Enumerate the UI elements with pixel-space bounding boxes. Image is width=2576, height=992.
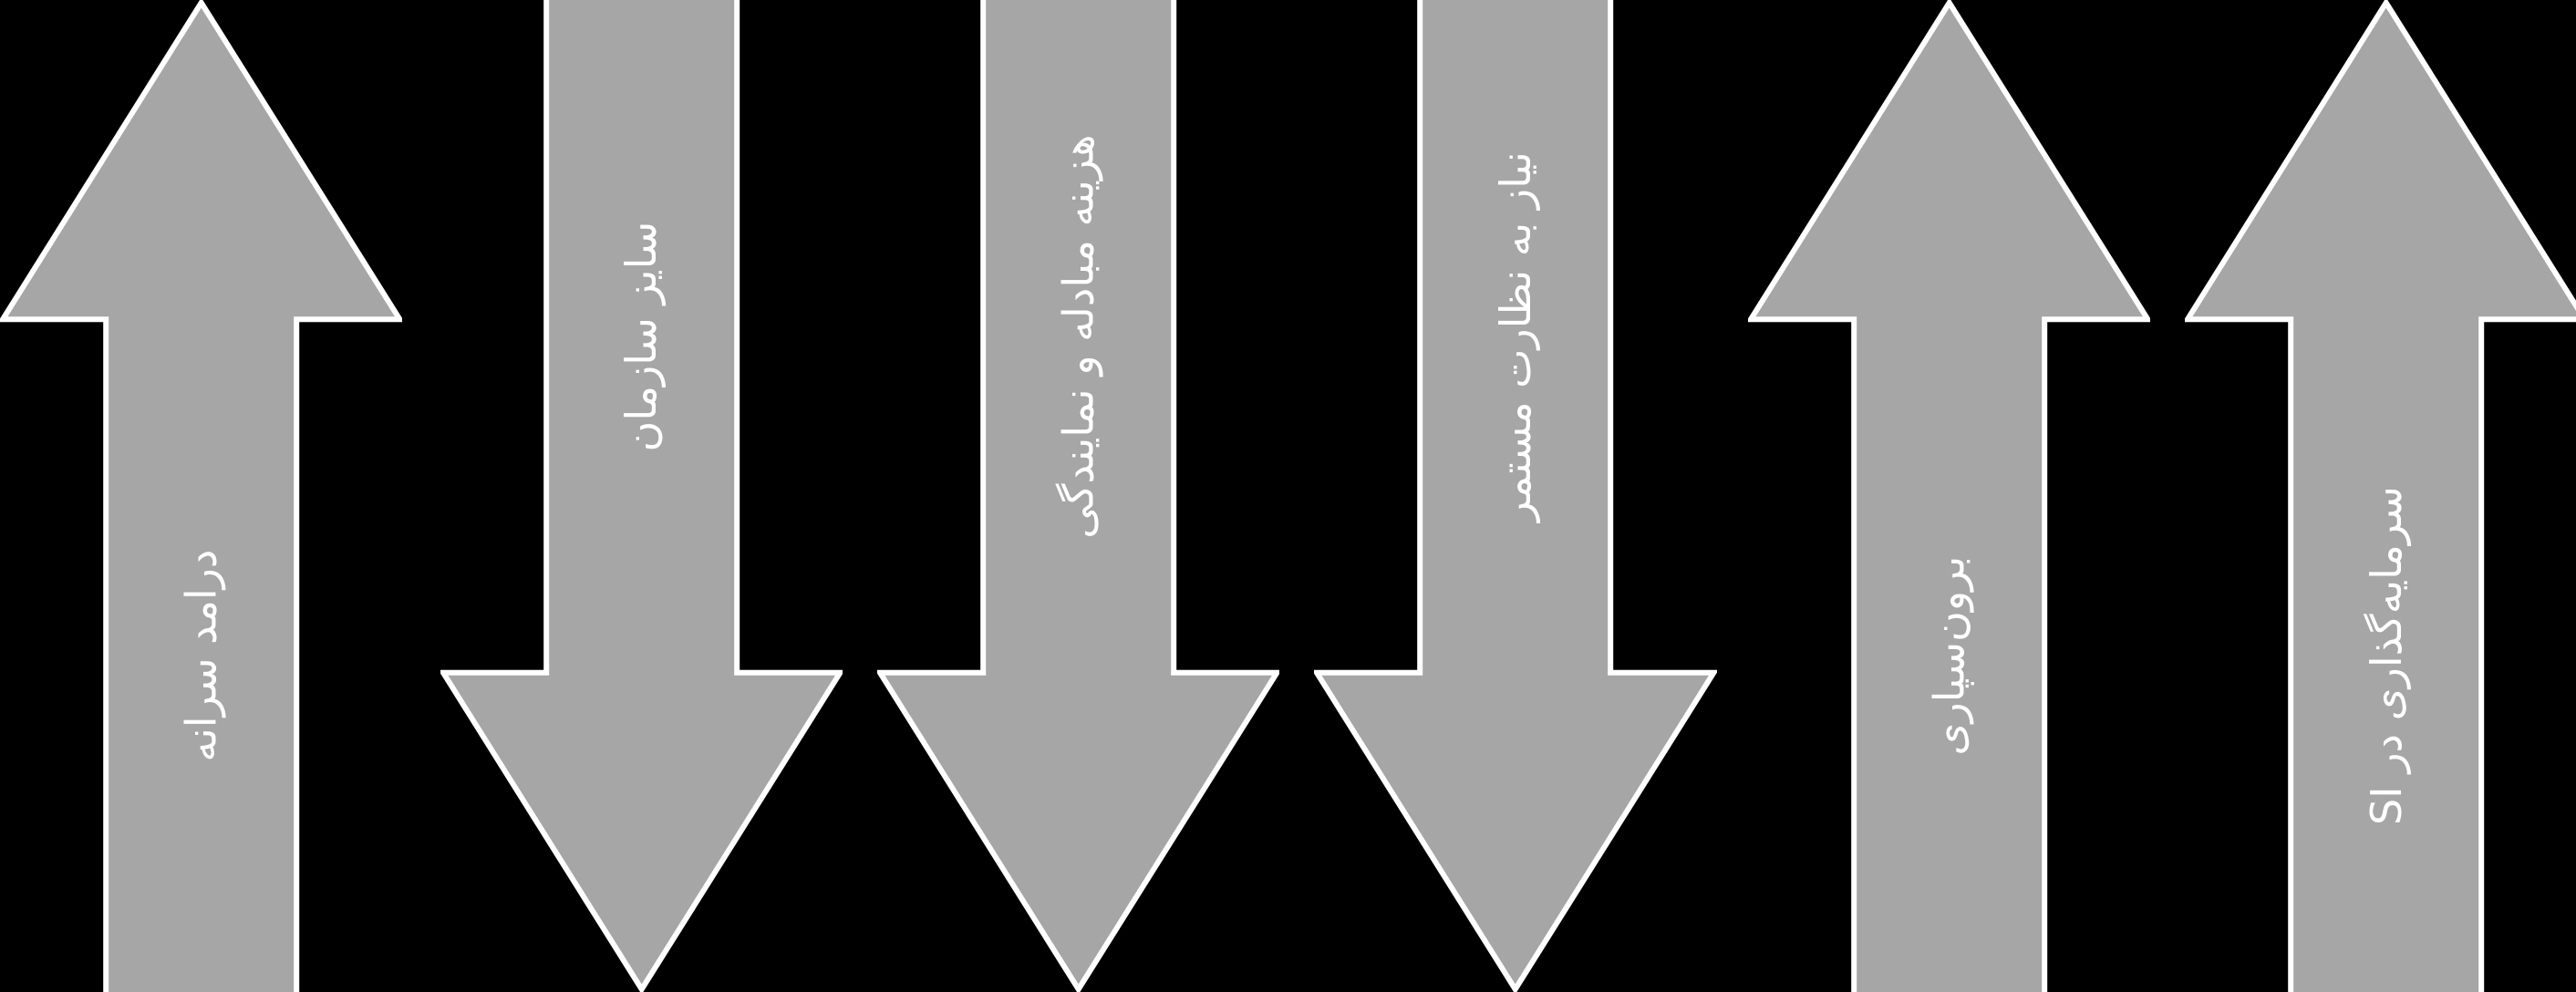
arrow-label-container: برون‌سپاری <box>1854 319 2044 992</box>
arrow-label-text: نیاز به نظارت مستمر <box>1490 150 1540 522</box>
arrow-5-up: برون‌سپاری <box>1747 0 2151 992</box>
arrow-label-text: سایز سازمان <box>616 221 667 452</box>
arrow-6-up: سرمایه‌گذاری در IS <box>2185 0 2576 992</box>
arrow-3-down: هزینه مبادله و نمایندگی <box>877 0 1280 992</box>
arrow-2-down: سایز سازمان <box>440 0 843 992</box>
arrow-shape-up <box>1747 0 2151 992</box>
arrow-polygon <box>0 0 403 992</box>
arrow-shape-up <box>2185 0 2576 992</box>
arrow-label-container: هزینه مبادله و نمایندگی <box>983 0 1174 673</box>
arrow-label-text: هزینه مبادله و نمایندگی <box>1053 134 1103 539</box>
arrow-shape-down <box>1314 0 1717 992</box>
arrow-4-down: نیاز به نظارت مستمر <box>1314 0 1717 992</box>
arrow-label-text: برون‌سپاری <box>1924 555 1974 756</box>
arrow-label-container: درامد سرانه <box>106 319 296 992</box>
arrow-polygon <box>2185 0 2576 992</box>
arrow-label-container: سایز سازمان <box>546 0 737 673</box>
arrow-1-up: درامد سرانه <box>0 0 403 992</box>
arrow-polygon <box>877 0 1280 992</box>
arrow-polygon <box>440 0 843 992</box>
arrow-label-container: سرمایه‌گذاری در IS <box>2291 319 2481 992</box>
arrow-shape-down <box>440 0 843 992</box>
arrow-shape-down <box>877 0 1280 992</box>
arrow-polygon <box>1314 0 1717 992</box>
arrow-label-text: درامد سرانه <box>176 549 226 762</box>
arrow-polygon <box>1747 0 2151 992</box>
arrow-label-text: سرمایه‌گذاری در IS <box>2361 486 2411 825</box>
arrow-label-container: نیاز به نظارت مستمر <box>1421 0 1611 673</box>
arrow-shape-up <box>0 0 403 992</box>
